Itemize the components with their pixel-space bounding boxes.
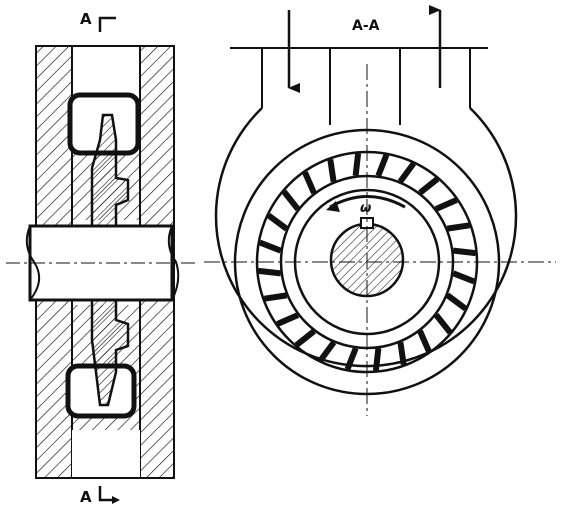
impeller-vane bbox=[372, 347, 382, 371]
impeller-vane bbox=[276, 312, 300, 327]
section-label-bottom: A bbox=[80, 488, 92, 506]
view-title: A-A bbox=[352, 18, 380, 34]
impeller-vane bbox=[452, 247, 476, 257]
impeller-disc-lower bbox=[90, 298, 130, 407]
impeller-vane bbox=[433, 313, 453, 335]
housing-outer bbox=[214, 107, 518, 368]
impeller-vane bbox=[344, 347, 359, 371]
side-section-view: A A bbox=[6, 10, 196, 506]
impeller-vane bbox=[397, 341, 407, 366]
impeller-vane bbox=[434, 197, 458, 212]
impeller-vane bbox=[258, 267, 282, 277]
impeller-vane bbox=[266, 212, 289, 232]
impeller-vane bbox=[445, 292, 468, 312]
outlet-port bbox=[399, 48, 471, 125]
impeller-vane bbox=[417, 329, 432, 353]
omega-label: ω bbox=[360, 201, 371, 216]
rotation-arrow bbox=[329, 195, 406, 209]
section-marker-top: A bbox=[80, 10, 116, 32]
impeller-vane bbox=[258, 239, 282, 254]
shaft bbox=[28, 224, 174, 302]
impeller-vane bbox=[352, 153, 362, 177]
inlet-port-section bbox=[71, 45, 141, 101]
impeller-vane bbox=[317, 340, 337, 363]
impeller-vanes bbox=[258, 153, 476, 371]
impeller-vane bbox=[446, 222, 471, 232]
front-section-view: ω A-A bbox=[204, 5, 556, 416]
impeller-vane bbox=[281, 189, 301, 211]
section-marker-bottom: A bbox=[80, 486, 120, 506]
impeller-vane bbox=[397, 161, 417, 184]
impeller-vane bbox=[452, 270, 476, 285]
impeller-vane bbox=[327, 158, 337, 183]
outlet-port-section bbox=[72, 430, 140, 478]
impeller-vane bbox=[294, 328, 316, 348]
inlet-port bbox=[261, 48, 331, 125]
impeller-vane bbox=[418, 176, 440, 196]
impeller-vane bbox=[302, 171, 317, 195]
impeller-vane bbox=[375, 153, 390, 177]
impeller-disc-upper bbox=[90, 113, 130, 228]
impeller-vane bbox=[263, 292, 288, 302]
section-label-top: A bbox=[80, 10, 92, 28]
